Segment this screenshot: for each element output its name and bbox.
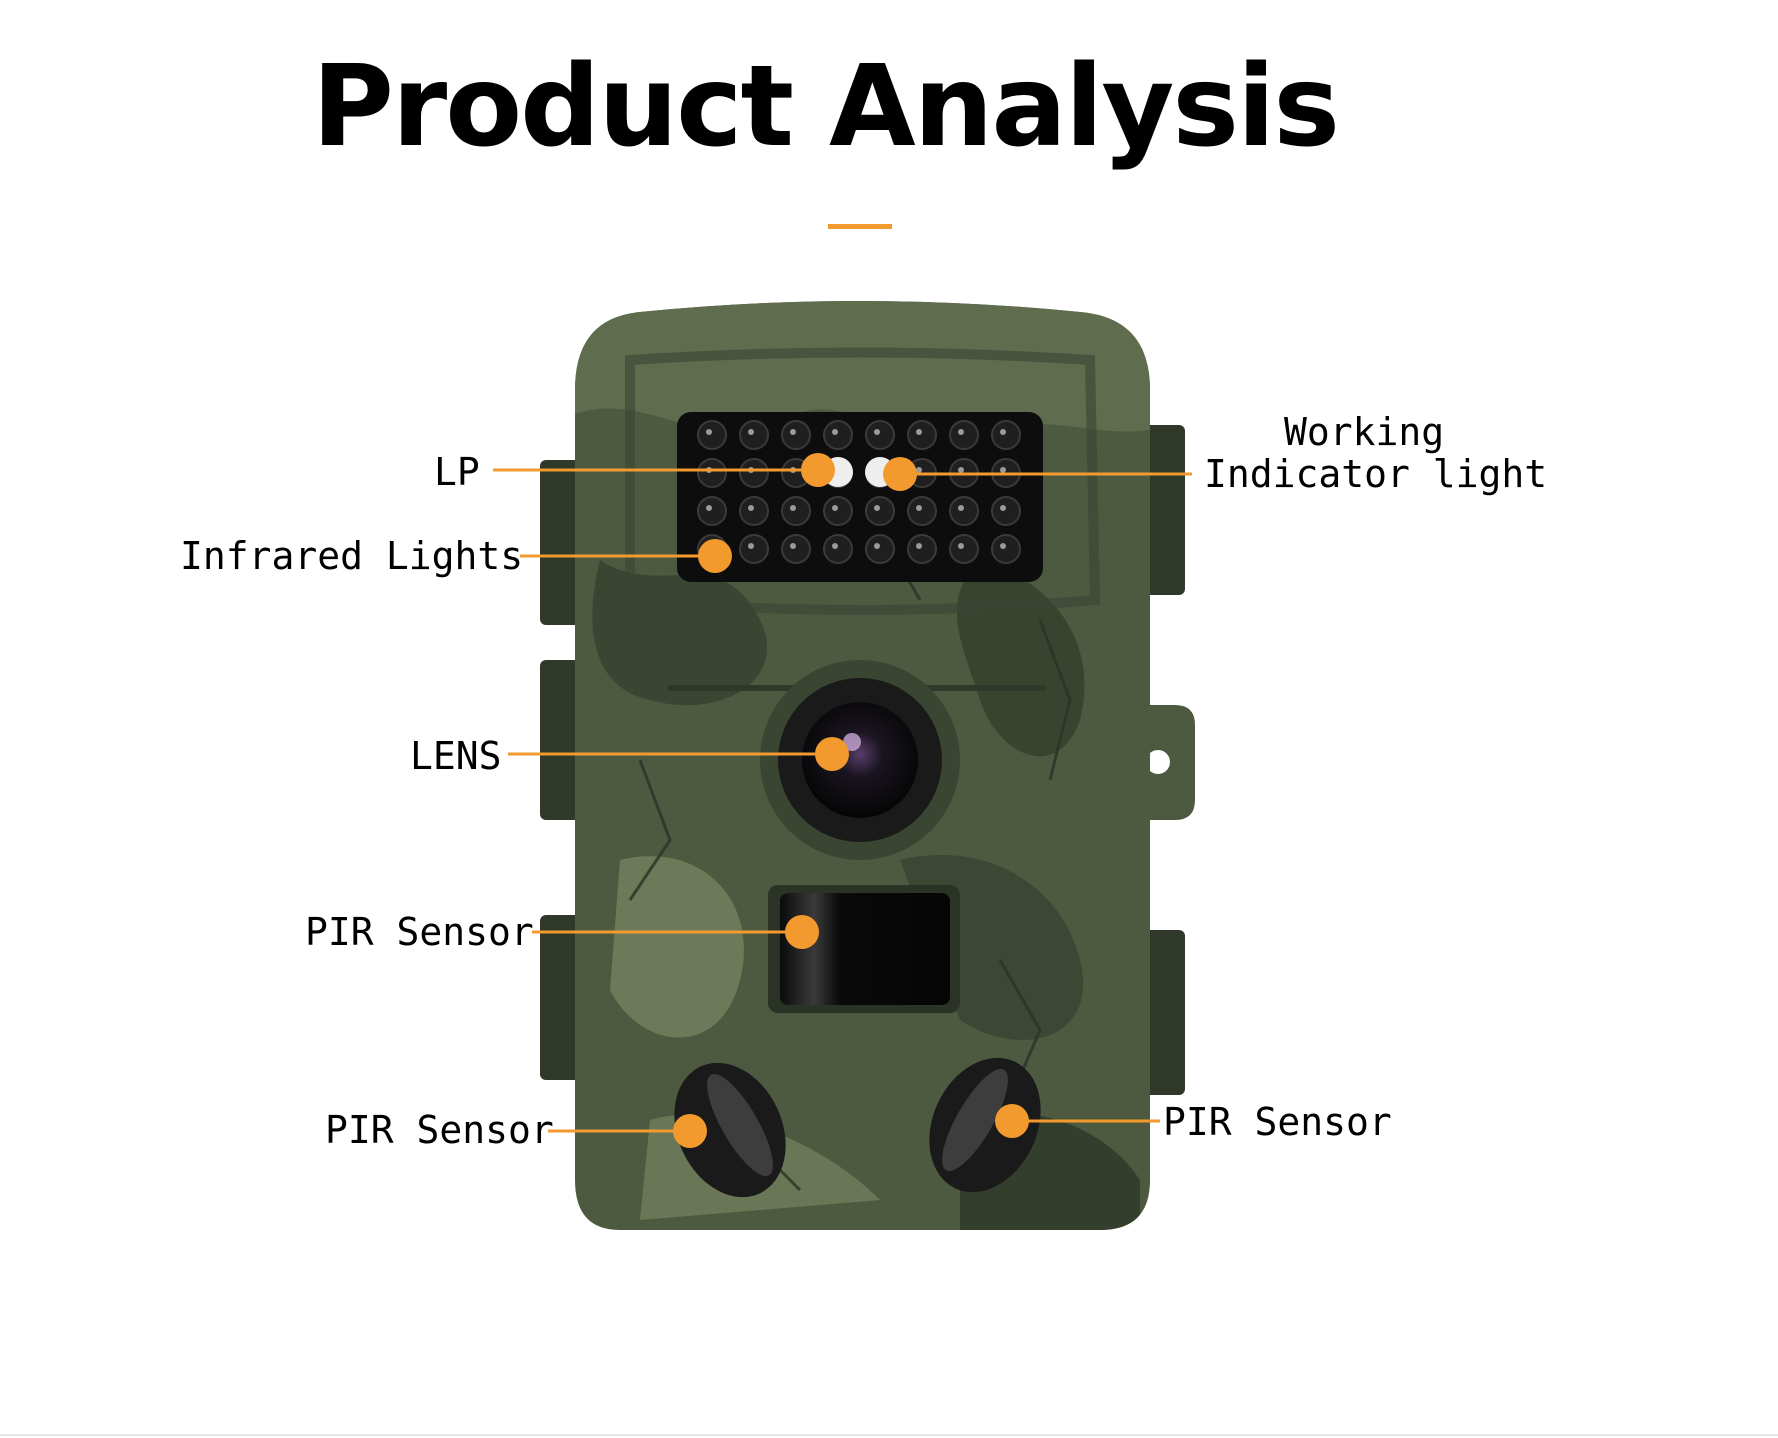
- infrared-led-glint: [916, 543, 922, 549]
- infrared-led-glint: [1000, 505, 1006, 511]
- infrared-led: [949, 534, 979, 564]
- left-strap-brackets: [540, 460, 585, 1080]
- leader-dot-pir-sensor-right: [995, 1104, 1029, 1138]
- pir-window-center: [768, 885, 960, 1013]
- leader-dot-working-indicator: [883, 457, 917, 491]
- callout-pir-sensor-left: PIR Sensor: [325, 1108, 554, 1152]
- right-strap-brackets: [1140, 425, 1185, 1095]
- infrared-led-glint: [790, 543, 796, 549]
- infrared-led: [949, 420, 979, 450]
- infrared-led: [907, 534, 937, 564]
- leader-dot-pir-sensor-left: [673, 1114, 707, 1148]
- infrared-led: [823, 534, 853, 564]
- infrared-led: [865, 496, 895, 526]
- infrared-led-glint: [832, 429, 838, 435]
- infrared-led: [739, 496, 769, 526]
- infrared-led: [697, 458, 727, 488]
- infrared-led-glint: [1000, 543, 1006, 549]
- infrared-panel: [677, 412, 1043, 582]
- infrared-led-glint: [958, 467, 964, 473]
- page-title: Product Analysis: [311, 42, 1340, 172]
- callout-lens: LENS: [410, 734, 502, 778]
- infrared-led: [781, 534, 811, 564]
- infrared-led-glint: [748, 505, 754, 511]
- infrared-led-glint: [958, 505, 964, 511]
- infrared-led: [991, 534, 1021, 564]
- infrared-led: [781, 420, 811, 450]
- callout-working-indicator-line1: Working: [1284, 410, 1445, 454]
- infrared-led: [991, 496, 1021, 526]
- infrared-led-glint: [706, 505, 712, 511]
- infrared-led-glint: [1000, 467, 1006, 473]
- lock-loop: [1140, 705, 1195, 820]
- leader-dot-infrared-lights: [698, 539, 732, 573]
- callout-pir-sensor-center: PIR Sensor: [305, 910, 534, 954]
- infrared-led: [739, 420, 769, 450]
- infrared-led: [907, 420, 937, 450]
- infrared-led: [865, 420, 895, 450]
- infrared-led-glint: [790, 505, 796, 511]
- infrared-led-glint: [1000, 429, 1006, 435]
- callout-leaders: [493, 453, 1192, 1148]
- infrared-led-glint: [790, 429, 796, 435]
- infrared-led-glint: [874, 543, 880, 549]
- leader-dot-lp: [801, 453, 835, 487]
- callout-lp: LP: [434, 450, 480, 494]
- callout-pir-sensor-right: PIR Sensor: [1163, 1100, 1392, 1144]
- infrared-led: [781, 496, 811, 526]
- pir-sensor-right-window: [929, 1057, 1041, 1193]
- infrared-led-glint: [874, 505, 880, 511]
- infrared-led-glint: [916, 505, 922, 511]
- infrared-led: [949, 496, 979, 526]
- infrared-led: [697, 496, 727, 526]
- infrared-led-glint: [916, 467, 922, 473]
- infrared-led: [697, 420, 727, 450]
- infrared-led: [991, 420, 1021, 450]
- infrared-led-grid: [697, 420, 1021, 564]
- lens-assembly: [760, 660, 960, 860]
- infrared-led: [823, 420, 853, 450]
- infrared-led-glint: [748, 543, 754, 549]
- callout-working-indicator-line2: Indicator light: [1204, 452, 1548, 496]
- infrared-led: [739, 458, 769, 488]
- infrared-led: [907, 496, 937, 526]
- infrared-led-glint: [832, 505, 838, 511]
- infrared-led-glint: [706, 429, 712, 435]
- infrared-led: [865, 534, 895, 564]
- infrared-led-glint: [748, 429, 754, 435]
- leader-dot-lens: [815, 737, 849, 771]
- infrared-led-glint: [832, 543, 838, 549]
- infrared-led-glint: [874, 429, 880, 435]
- pir-sensor-left-window: [674, 1062, 786, 1198]
- infrared-led: [823, 496, 853, 526]
- infrared-led-glint: [916, 429, 922, 435]
- bottom-border: [0, 1434, 1778, 1436]
- callout-infrared-lights: Infrared Lights: [180, 534, 524, 578]
- infrared-led-glint: [958, 543, 964, 549]
- infrared-led: [739, 534, 769, 564]
- infrared-led-glint: [958, 429, 964, 435]
- leader-dot-pir-sensor-center: [785, 915, 819, 949]
- title-underline: [828, 224, 892, 229]
